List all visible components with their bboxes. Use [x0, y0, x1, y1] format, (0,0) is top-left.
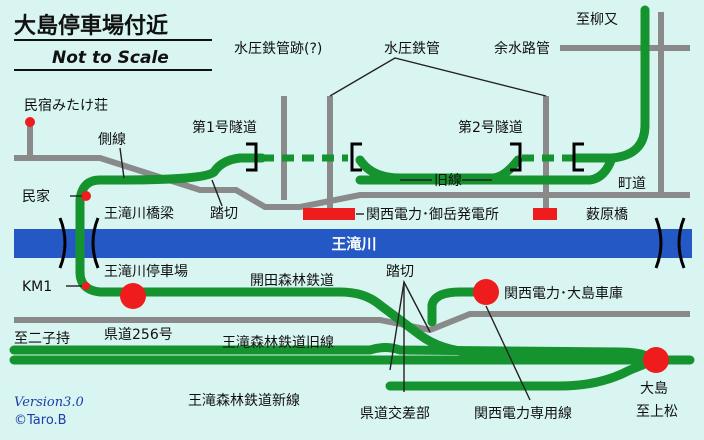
rail-upper-west — [75, 153, 245, 297]
label-crossing-top: 踏切 — [210, 206, 238, 222]
rail-new-otaki — [385, 355, 660, 391]
rail-upper-to-tunnel2 — [355, 153, 617, 185]
label-minshuku: 民宿みたけ荘 — [24, 97, 108, 114]
leader-dedicated — [485, 305, 531, 401]
label-km1: KM1 — [22, 279, 52, 295]
label-old-line: 旧線 — [434, 173, 462, 189]
tunnel2-portal-east — [572, 142, 584, 172]
label-tunnel1: 第1号隧道 — [192, 119, 257, 136]
copyright-label: ©Taro.B — [14, 413, 67, 428]
tunnel1-portal-west — [246, 142, 258, 172]
label-crossing-mid: 踏切 — [386, 264, 414, 280]
label-otaki-station: 王滝川停車場 — [104, 263, 188, 280]
rail-kaida — [137, 287, 657, 365]
label-old-otaki: 王滝森林鉄道旧線 — [222, 335, 334, 351]
version-label: Version3.0 — [14, 395, 84, 410]
oshima-station-marker — [643, 347, 669, 373]
leader-lines — [66, 57, 547, 401]
label-route256: 県道256号 — [104, 327, 173, 343]
minka-marker — [81, 191, 91, 201]
penstock-pipes — [281, 96, 549, 212]
label-kansai-depot: 関西電力･大島車庫 — [504, 285, 623, 302]
label-to-yanagimata: 至柳又 — [576, 11, 618, 28]
label-to-futagomochi: 至二子持 — [14, 331, 70, 347]
label-town-road: 町道 — [618, 176, 646, 192]
label-kendo-junction: 県道交差部 — [360, 405, 430, 422]
bridge-brackets — [58, 217, 686, 269]
label-power-station: 関西電力･御岳発電所 — [366, 207, 499, 223]
otaki-bridge-west — [58, 217, 67, 269]
rail-kansai-dedicated — [427, 287, 491, 327]
tunnel2-portal-west — [510, 142, 522, 172]
rail-main-north — [570, 5, 650, 163]
leader-sokusen — [119, 147, 125, 179]
road-prefectural-256 — [14, 311, 690, 334]
power-station-block-left — [303, 208, 355, 220]
yabara-bridge-east — [677, 217, 686, 269]
label-penstock-ruins: 水圧鉄管跡(?) — [234, 41, 322, 57]
label-minka: 民家 — [22, 188, 50, 205]
map-title: 大島停車場付近 — [14, 13, 168, 39]
river-label: 王滝川 — [331, 235, 376, 253]
otaki-station-marker — [120, 283, 146, 309]
label-yabara-bridge: 薮原橋 — [586, 207, 628, 223]
minshuku-marker — [25, 117, 35, 127]
railways — [9, 5, 695, 391]
road-town — [14, 155, 690, 210]
label-otaki-bridge: 王滝川橋梁 — [104, 206, 174, 222]
leader-crossing-top — [211, 179, 223, 207]
not-to-scale-label: Not to Scale — [52, 48, 169, 68]
km1-marker — [82, 282, 90, 290]
label-kaida: 開田森林鉄道 — [250, 273, 334, 289]
label-new-otaki: 王滝森林鉄道新線 — [188, 393, 300, 409]
rail-old-otaki — [9, 343, 625, 357]
label-to-kamimatsu: 至上松 — [636, 404, 678, 420]
roads — [14, 12, 690, 334]
power-station-block-right — [533, 208, 557, 220]
yabara-bridge-west — [654, 217, 663, 269]
otaki-bridge-east — [91, 217, 100, 269]
tunnel1-portal-east — [350, 142, 362, 172]
label-sokusen: 側線 — [98, 132, 126, 148]
label-tunnel2: 第2号隧道 — [458, 119, 523, 136]
otaki-river — [14, 229, 692, 258]
kansai-depot-marker — [473, 279, 499, 305]
label-yosuiro: 余水路管 — [494, 40, 550, 57]
tunnel-portals — [246, 142, 584, 172]
label-penstock: 水圧鉄管 — [384, 41, 440, 57]
label-kansai-dedicated: 関西電力専用線 — [474, 406, 572, 422]
leader-penstock — [329, 57, 547, 97]
label-oshima: 大島 — [640, 381, 668, 397]
